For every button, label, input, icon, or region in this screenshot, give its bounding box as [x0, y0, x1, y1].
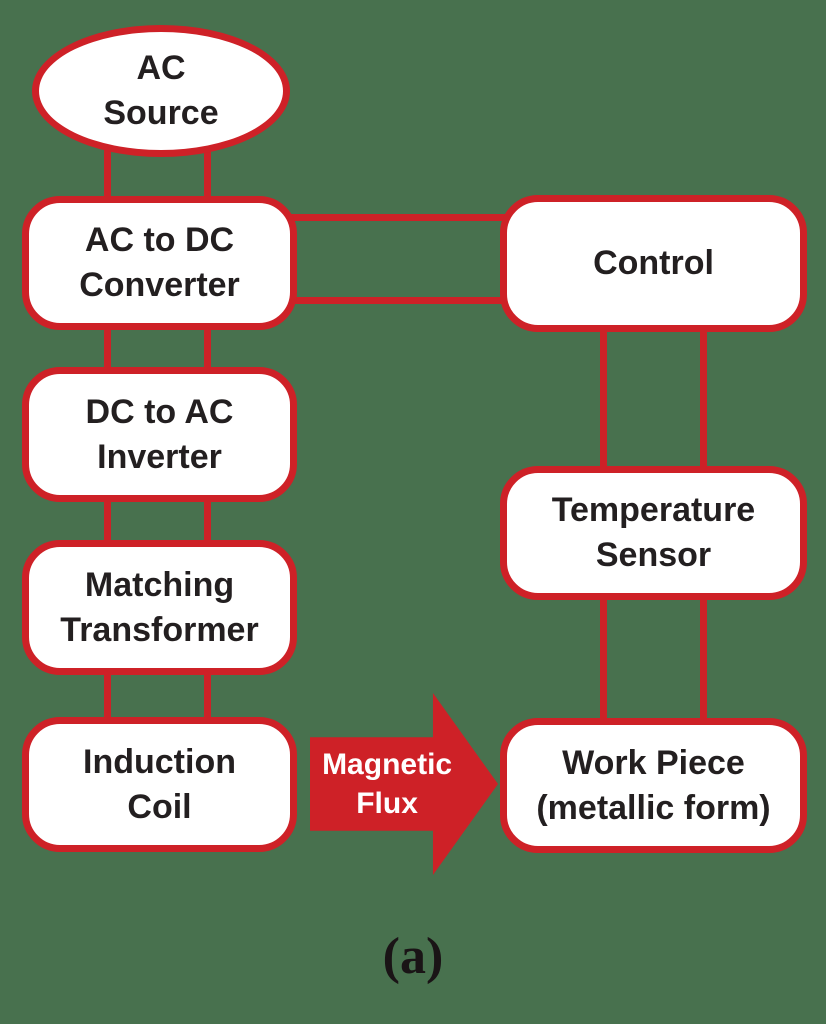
magnetic-flux-arrow-icon: Magnetic Flux — [310, 693, 498, 875]
connector-transformer-to-coil-left — [104, 665, 111, 731]
node-matching-transformer: Matching Transformer — [22, 540, 297, 675]
node-inverter-line1: DC to AC — [85, 392, 234, 431]
node-ac-source-line1: AC — [136, 49, 186, 87]
connector-converter-to-control-top — [290, 214, 510, 221]
node-dc-to-ac-inverter: DC to AC Inverter — [22, 367, 297, 502]
node-coil-line1: Induction — [83, 742, 236, 781]
node-transformer-line1: Matching — [84, 565, 235, 604]
node-sensor-line2: Sensor — [595, 536, 712, 574]
node-converter-line2: Converter — [79, 266, 240, 304]
connector-converter-to-inverter-left — [104, 320, 111, 382]
connector-inverter-to-transformer-right — [204, 492, 211, 554]
connector-control-to-sensor-left — [600, 322, 607, 478]
node-work-piece: Work Piece (metallic form) — [500, 718, 807, 853]
connector-control-to-sensor-right — [700, 322, 707, 478]
node-temperature-sensor: Temperature Sensor — [500, 466, 807, 600]
node-ac-to-dc-converter: AC to DC Converter — [22, 196, 297, 330]
node-control: Control — [500, 195, 807, 332]
node-ac-source-line2: Source — [103, 94, 219, 132]
node-sensor-line1: Temperature — [551, 491, 756, 529]
magnetic-flux-label-line1: Magnetic — [322, 747, 453, 781]
node-inverter-line2: Inverter — [97, 437, 222, 476]
connector-transformer-to-coil-right — [204, 665, 211, 731]
magnetic-flux-label: Magnetic Flux — [310, 737, 464, 831]
connector-sensor-to-workpiece-left — [600, 590, 607, 730]
node-induction-coil: Induction Coil — [22, 717, 297, 852]
connector-converter-to-inverter-right — [204, 320, 211, 382]
connector-ac-source-to-converter-right — [204, 140, 211, 210]
node-converter-line1: AC to DC — [84, 221, 235, 259]
connector-sensor-to-workpiece-right — [700, 590, 707, 730]
connector-converter-to-control-bottom — [290, 297, 510, 304]
magnetic-flux-label-line2: Flux — [356, 786, 418, 820]
node-workpiece-line2: (metallic form) — [536, 788, 771, 827]
node-coil-line2: Coil — [127, 787, 192, 826]
connector-ac-source-to-converter-left — [104, 140, 111, 210]
node-ac-source: AC Source — [32, 25, 290, 157]
node-workpiece-line1: Work Piece — [562, 743, 745, 782]
connector-inverter-to-transformer-left — [104, 492, 111, 554]
figure-caption: (a) — [382, 928, 444, 985]
node-transformer-line2: Transformer — [60, 610, 259, 649]
node-control-line1: Control — [593, 244, 714, 282]
